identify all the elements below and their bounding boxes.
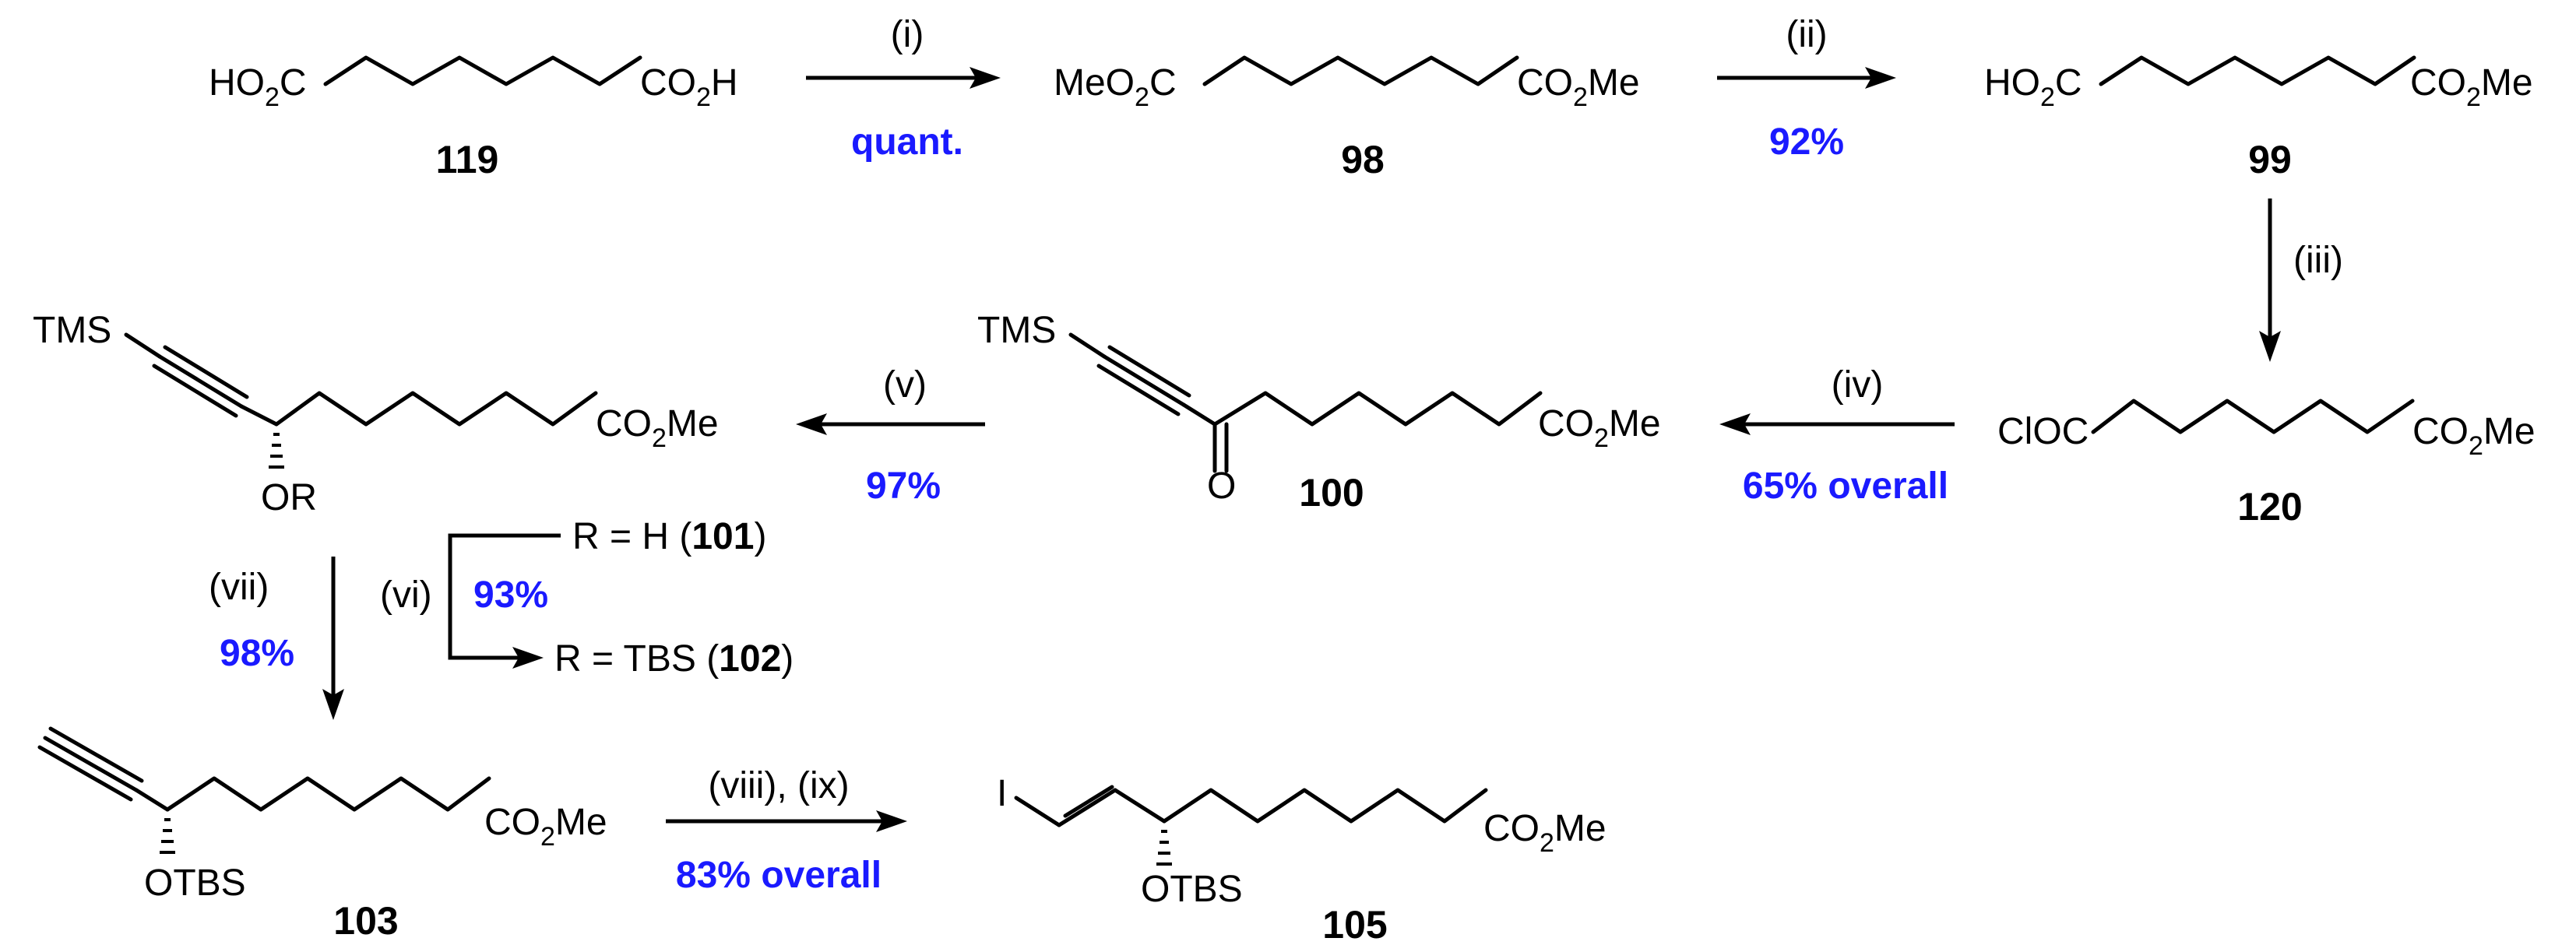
alkyne-103-a <box>43 736 139 792</box>
label-105-iodo: I <box>997 773 1007 814</box>
compound-number-105: 105 <box>1322 903 1387 947</box>
chain-100 <box>1212 391 1543 427</box>
alkyne-101-a <box>157 354 244 409</box>
compound-number-103: 103 <box>333 899 398 943</box>
step-iii: (iii) <box>2259 198 2343 362</box>
arrowhead-viii-ix <box>876 810 907 832</box>
bond-101-tms <box>124 332 162 359</box>
compound-103: OTBS CO2Me 103 <box>37 726 607 943</box>
chain-105 <box>1162 788 1488 824</box>
chain-120 <box>2091 399 2415 434</box>
arrowhead-ii <box>1865 67 1896 89</box>
compound-101-102: TMS OR CO2Me <box>33 310 719 518</box>
alkene-105-b <box>1063 785 1114 818</box>
step-viii-ix: (viii), (ix) 83% overall <box>666 765 907 896</box>
compound-number-119: 119 <box>436 138 499 181</box>
arrowhead-vii <box>322 689 344 720</box>
bond-100-tms <box>1068 332 1107 359</box>
hashed-wedge-103 <box>160 818 175 854</box>
step-v-yield: 97% <box>866 465 941 507</box>
step-ii: (ii) 92% <box>1717 14 1896 163</box>
label-101-right: CO2Me <box>596 403 719 453</box>
step-i-yield: quant. <box>851 121 963 163</box>
alkyne-103-b <box>48 726 144 783</box>
alkyne-101-c <box>152 364 238 418</box>
label-120-left: ClOC <box>1997 411 2089 452</box>
step-vii: (vii) 98% <box>209 557 344 720</box>
label-100-right: CO2Me <box>1538 403 1661 453</box>
bracket-vi <box>448 533 561 660</box>
compound-number-98: 98 <box>1341 138 1385 181</box>
compound-99: HO2C CO2Me 99 <box>1984 55 2533 181</box>
bond-105-c <box>1113 788 1167 824</box>
label-120-right: CO2Me <box>2412 411 2536 461</box>
step-iii-label: (iii) <box>2293 240 2343 281</box>
arrowhead-vi <box>512 647 544 669</box>
arrowhead-i <box>970 67 1001 89</box>
alkyne-100-c <box>1096 364 1181 416</box>
label-101-or: OR <box>261 477 317 518</box>
step-viii-ix-yield: 83% overall <box>676 855 882 896</box>
step-v-label: (v) <box>883 364 927 406</box>
label-103-otbs: OTBS <box>144 862 246 904</box>
alkyne-100-a <box>1102 354 1186 407</box>
label-105-right: CO2Me <box>1483 808 1606 858</box>
compound-number-100: 100 <box>1299 471 1364 515</box>
hashed-wedge-105 <box>1156 830 1172 866</box>
label-100-oxo: O <box>1207 465 1236 507</box>
compound-105: I OTBS CO2Me 105 <box>997 773 1606 947</box>
compound-98: MeO2C CO2Me 98 <box>1054 55 1640 181</box>
arrowhead-iv <box>1719 413 1751 435</box>
label-98-right: CO2Me <box>1517 62 1640 112</box>
branch-r-tbs: R = TBS (102) <box>554 638 794 680</box>
label-101-tms: TMS <box>33 310 111 351</box>
label-99-right: CO2Me <box>2410 62 2533 112</box>
compound-120: ClOC CO2Me 120 <box>1997 399 2536 529</box>
chain-98 <box>1202 55 1519 86</box>
label-100-tms: TMS <box>977 310 1056 351</box>
bond-101-c <box>239 404 279 427</box>
label-119-left: HO2C <box>209 62 307 112</box>
step-vi: (vi) 93% R = H (101) R = TBS (102) <box>380 516 794 680</box>
hashed-wedge-101 <box>269 433 284 469</box>
step-vii-yield: 98% <box>220 633 294 674</box>
compound-119: HO2C CO2H 119 <box>209 55 738 181</box>
compound-number-120: 120 <box>2237 485 2302 529</box>
label-103-right: CO2Me <box>484 802 607 852</box>
chain-103 <box>165 776 491 812</box>
bond-100-c <box>1181 402 1217 427</box>
alkene-105-a <box>1057 788 1117 827</box>
step-iv-label: (iv) <box>1832 364 1884 406</box>
compound-100: TMS O CO2Me 100 <box>977 310 1661 515</box>
branch-r-h: R = H (101) <box>572 516 766 557</box>
arrowhead-v <box>796 413 827 435</box>
step-ii-yield: 92% <box>1769 121 1844 163</box>
chain-119 <box>323 55 642 86</box>
label-98-left: MeO2C <box>1054 62 1177 112</box>
step-vi-yield: 93% <box>473 574 548 616</box>
alkyne-100-b <box>1107 345 1191 398</box>
chain-101 <box>274 391 598 427</box>
alkyne-101-b <box>163 345 249 399</box>
step-viii-ix-label: (viii), (ix) <box>708 765 849 806</box>
step-v: (v) 97% <box>796 364 985 507</box>
chain-99 <box>2099 55 2416 86</box>
step-vi-label: (vi) <box>380 574 432 616</box>
bond-105-i <box>1014 796 1061 827</box>
label-99-left: HO2C <box>1984 62 2082 112</box>
label-119-right: CO2H <box>640 62 738 112</box>
step-iv: (iv) 65% overall <box>1719 364 1955 507</box>
label-105-otbs: OTBS <box>1141 869 1243 910</box>
step-vii-label: (vii) <box>209 567 269 608</box>
bond-103-c <box>134 788 170 812</box>
step-ii-label: (ii) <box>1786 14 1827 55</box>
step-i: (i) quant. <box>806 14 1001 163</box>
step-iv-yield: 65% overall <box>1743 465 1948 507</box>
arrowhead-iii <box>2259 331 2281 362</box>
compound-number-99: 99 <box>2248 138 2292 181</box>
alkyne-103-c <box>37 745 133 802</box>
step-i-label: (i) <box>891 14 924 55</box>
